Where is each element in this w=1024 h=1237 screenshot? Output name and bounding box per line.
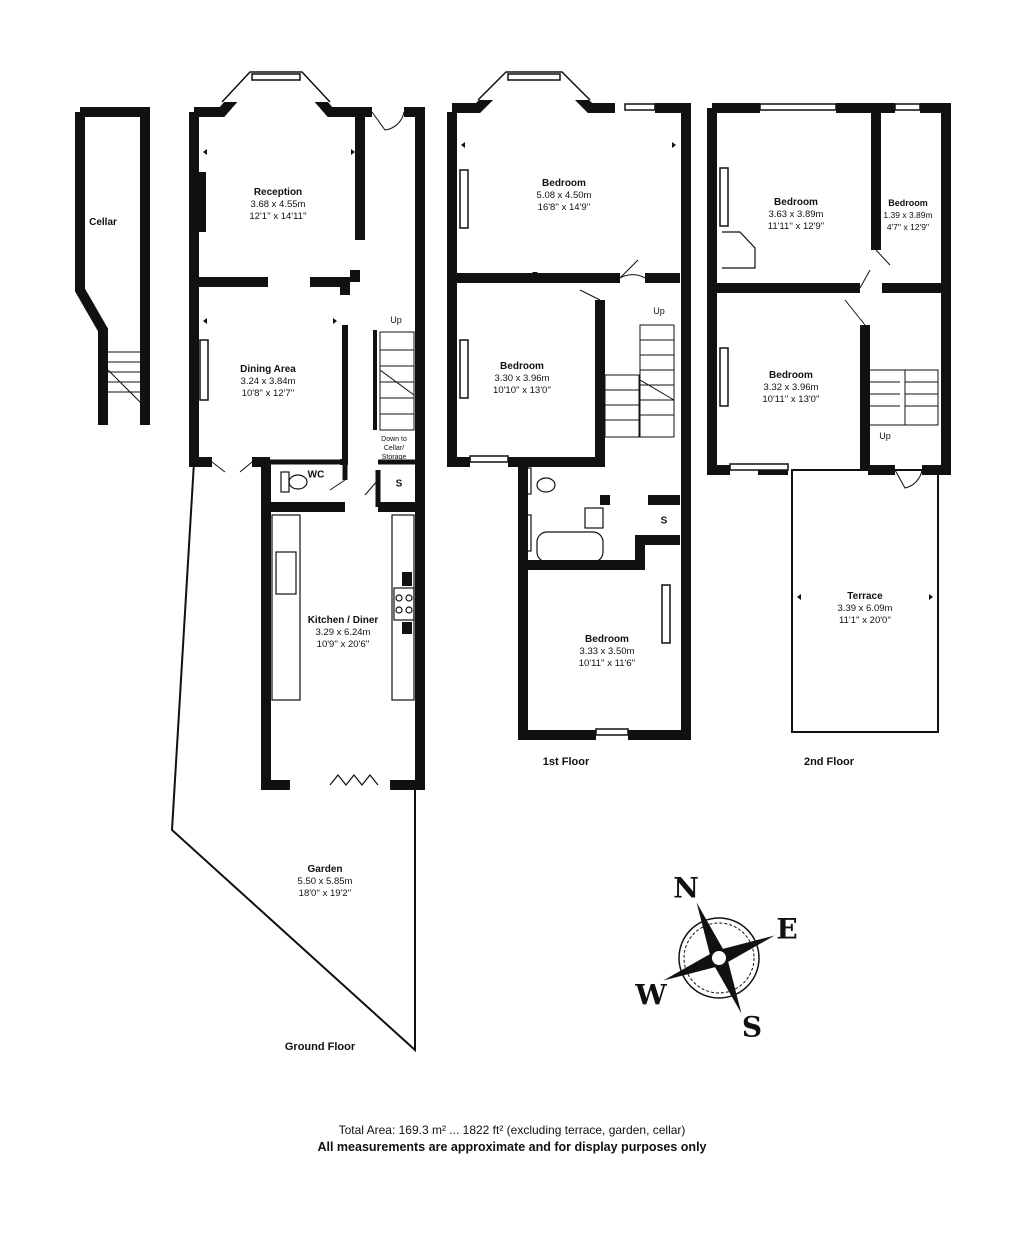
cellar-stairs [107, 351, 142, 403]
bifold-doors [329, 774, 379, 786]
room-imperial: 10'9'' x 20'6'' [316, 639, 370, 650]
storage-s-label-first: S [660, 515, 668, 527]
terrace-outline [791, 469, 939, 733]
first-bay-window [469, 71, 656, 736]
room-metric: 3.30 x 3.96m [494, 373, 550, 384]
ground-stairs [379, 331, 415, 431]
room-metric: 3.29 x 6.24m [315, 627, 371, 638]
room-label-cellar: Cellar [89, 217, 117, 229]
room-label-bedroom-5: Bedroom 1.39 x 3.89m 4'7'' x 12'9'' [883, 197, 932, 233]
room-name: Dining Area [240, 364, 296, 375]
room-name: Bedroom [542, 178, 586, 189]
room-metric: 1.39 x 3.89m [883, 210, 933, 220]
room-imperial: 10'10'' x 13'0'' [493, 385, 551, 396]
room-label-garden: Garden 5.50 x 5.85m 18'0'' x 19'2'' [298, 864, 353, 900]
compass-w: W [635, 978, 667, 1012]
room-metric: 5.08 x 4.50m [536, 190, 592, 201]
second-floor-walls [707, 103, 951, 475]
ground-bay-window [221, 71, 331, 103]
room-label-bedroom-3: Bedroom 3.33 x 3.50m 10'11'' x 11'6'' [579, 634, 636, 670]
up-label-ground: Up [390, 315, 402, 325]
room-name: Bedroom [585, 634, 629, 645]
room-label-bedroom-6: Bedroom 3.32 x 3.96m 10'11'' x 13'0'' [762, 370, 819, 406]
room-imperial: 11'11'' x 12'9'' [767, 221, 825, 232]
wc-block [270, 459, 420, 507]
room-label-bedroom-1: Bedroom 5.08 x 4.50m 16'8'' x 14'9'' [537, 178, 592, 214]
compass-s: S [741, 1010, 763, 1044]
dining-fireplace [199, 339, 209, 401]
room-metric: 3.63 x 3.89m [768, 209, 824, 220]
room-imperial: 16'8'' x 14'9'' [537, 202, 591, 213]
wc-label: WC [307, 469, 325, 481]
room-imperial: 10'11'' x 13'0'' [762, 394, 820, 405]
room-name: Terrace [847, 591, 883, 602]
room-metric: 5.50 x 5.85m [297, 876, 353, 887]
room-name: Bedroom [769, 370, 813, 381]
room-metric: 3.33 x 3.50m [579, 646, 635, 657]
compass-e: E [776, 912, 798, 946]
ground-floor-label: Ground Floor [284, 1041, 356, 1053]
wc-toilet [280, 471, 308, 493]
cellar-outline [75, 107, 150, 425]
room-label-kitchen: Kitchen / Diner 3.29 x 6.24m 10'9'' x 20… [308, 615, 379, 651]
room-imperial: 12'1'' x 14'11'' [249, 211, 307, 222]
room-imperial: 4'7'' x 12'9'' [886, 222, 930, 232]
compass-rose [663, 902, 775, 1014]
storage-s-label-ground: S [395, 478, 403, 490]
room-name: Bedroom [774, 197, 818, 208]
room-imperial: 10'11'' x 11'6'' [578, 658, 636, 669]
first-stairs [604, 324, 675, 438]
bathroom-fixtures [524, 467, 604, 563]
first-floor-walls [447, 75, 691, 740]
room-label-terrace: Terrace 3.39 x 6.09m 11'1'' x 20'0'' [838, 591, 893, 627]
up-label-first: Up [653, 306, 665, 316]
room-label-dining: Dining Area 3.24 x 3.84m 10'8'' x 12'7'' [240, 364, 296, 400]
room-imperial: 10'8'' x 12'7'' [241, 388, 295, 399]
room-metric: 3.24 x 3.84m [240, 376, 296, 387]
second-stairs [867, 369, 939, 426]
room-label-bedroom-2: Bedroom 3.30 x 3.96m 10'10'' x 13'0'' [493, 361, 551, 397]
kitchen-counters [271, 514, 415, 701]
room-name: Reception [253, 187, 303, 198]
room-metric: 3.68 x 4.55m [250, 199, 306, 210]
up-label-second: Up [879, 431, 891, 441]
first-floor-label: 1st Floor [542, 756, 590, 768]
compass-n: N [673, 871, 699, 905]
room-metric: 3.39 x 6.09m [837, 603, 893, 614]
room-imperial: 18'0'' x 19'2'' [298, 888, 352, 899]
reception-fireplace [196, 172, 206, 232]
garden-outline [170, 461, 416, 1053]
cellar-access-label: Down to Cellar/ Storage [381, 436, 407, 461]
room-label-bedroom-4: Bedroom 3.63 x 3.89m 11'11'' x 12'9'' [768, 197, 825, 233]
second-windows [729, 103, 921, 471]
room-name: Bedroom [888, 198, 928, 208]
room-label-reception: Reception 3.68 x 4.55m 12'1'' x 14'11'' [249, 187, 306, 223]
room-name: Kitchen / Diner [307, 615, 379, 626]
disclaimer-text: All measurements are approximate and for… [317, 1140, 707, 1154]
room-name: Cellar [89, 217, 117, 228]
total-area-text: Total Area: 169.3 m² ... 1822 ft² (exclu… [338, 1123, 686, 1137]
room-imperial: 11'1'' x 20'0'' [839, 615, 891, 626]
room-name: Bedroom [500, 361, 544, 372]
second-floor-label: 2nd Floor [803, 756, 855, 768]
room-name: Garden [307, 864, 343, 875]
room-metric: 3.32 x 3.96m [763, 382, 819, 393]
